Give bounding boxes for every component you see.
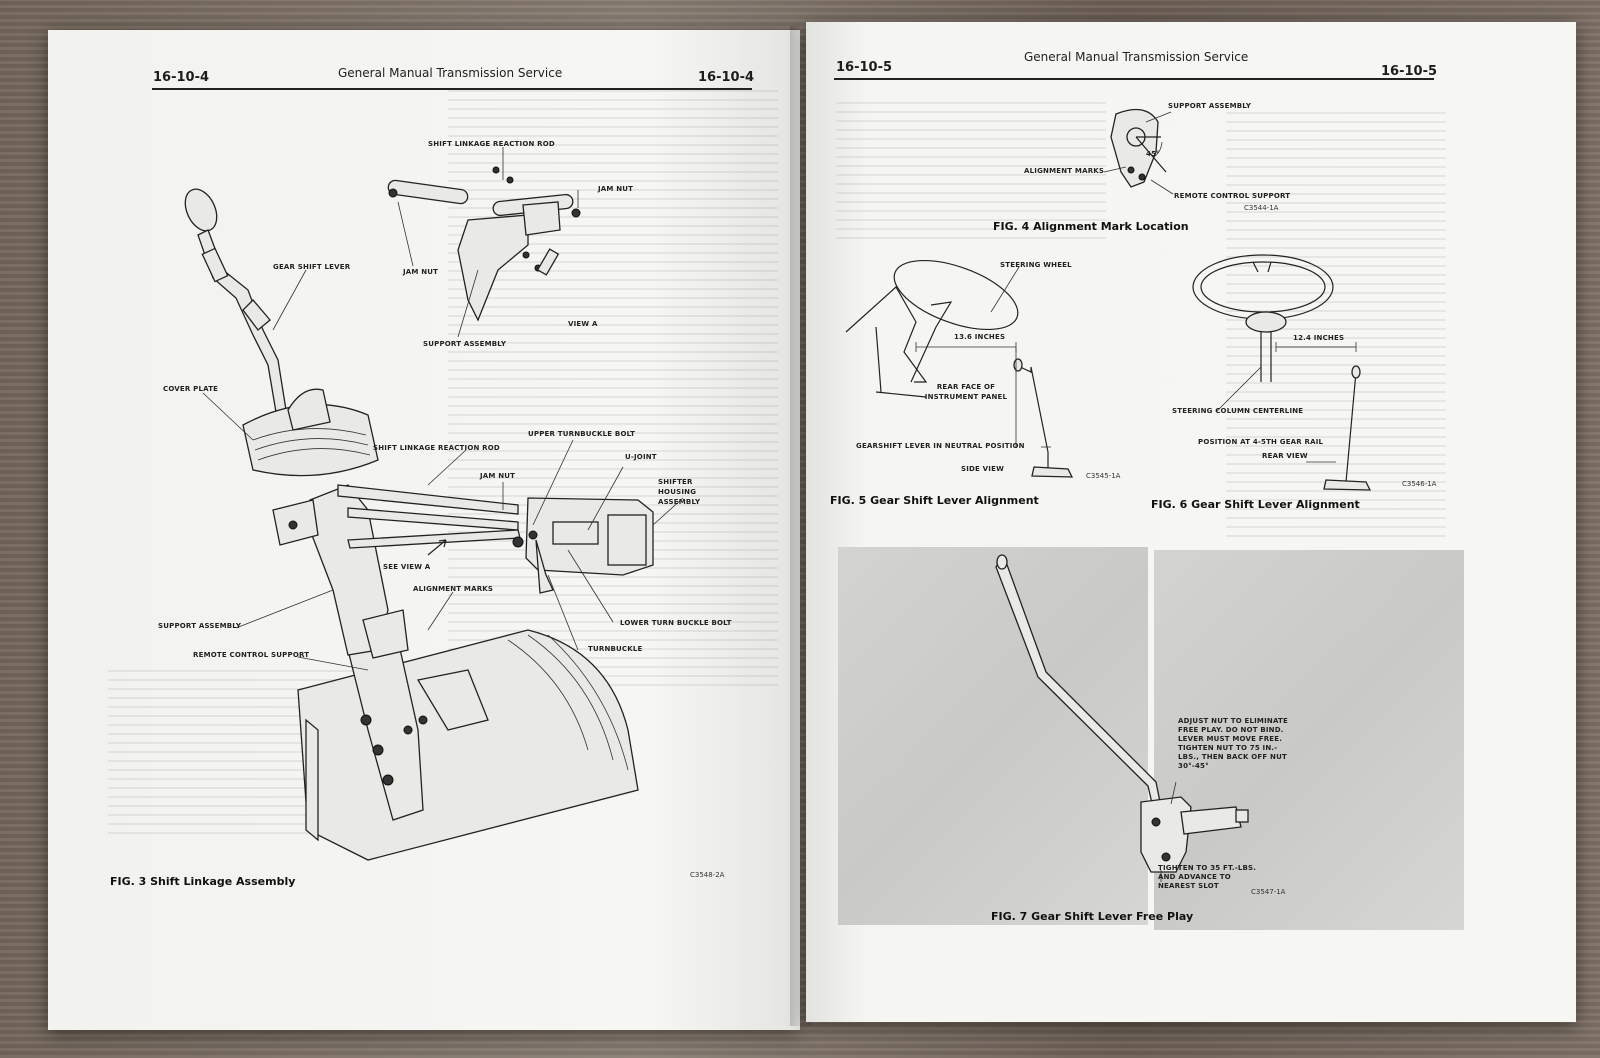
- right-page-diagrams: [845, 108, 1372, 882]
- fig7-code: C3547-1A: [1251, 888, 1286, 896]
- faded-photo-panel: [1154, 550, 1464, 930]
- fig3-caption: FIG. 3 Shift Linkage Assembly: [110, 875, 296, 888]
- fig6-drawing: [1192, 254, 1372, 491]
- fig4-code: C3544-1A: [1244, 204, 1279, 212]
- fig7-label-tighten-note: TIGHTEN TO 35 FT.-LBS. AND ADVANCE TO NE…: [1158, 864, 1257, 890]
- fig4-label-remote-control-support: REMOTE CONTROL SUPPORT: [1174, 192, 1291, 200]
- bleed-through-text: [448, 90, 778, 690]
- header-rule: [834, 78, 1434, 80]
- label-jam-nut-top: JAM NUT: [598, 185, 634, 193]
- fig5-label-steering-wheel: STEERING WHEEL: [1000, 261, 1072, 269]
- fig6-label-distance: 12.4 INCHES: [1293, 334, 1345, 342]
- fig5-label-rear-face: REAR FACE OF INSTRUMENT PANEL: [924, 383, 1008, 401]
- left-page: 16-10-4 General Manual Transmission Serv…: [48, 30, 800, 1030]
- page-number: 16-10-5: [836, 60, 893, 75]
- page-number: 16-10-4: [698, 70, 755, 85]
- label-shifter-housing: SHIFTER HOUSING ASSEMBLY: [658, 478, 701, 506]
- support-assembly-drawing: [272, 484, 409, 659]
- label-alignment-marks: ALIGNMENT MARKS: [413, 585, 494, 593]
- fig3-code: C3548-2A: [690, 871, 725, 879]
- page-number: 16-10-4: [153, 70, 210, 85]
- fig5-caption: FIG. 5 Gear Shift Lever Alignment: [830, 494, 1039, 507]
- label-turnbuckle: TURNBUCKLE: [588, 645, 643, 653]
- fig5-code: C3545-1A: [1086, 472, 1121, 480]
- header-rule: [152, 88, 752, 90]
- view-a-detail-drawing: [387, 166, 581, 322]
- fig7-label-adjust-note: ADJUST NUT TO ELIMINATE FREE PLAY. DO NO…: [1178, 717, 1288, 770]
- page-header-title: General Manual Transmission Service: [338, 66, 563, 80]
- reaction-rod-drawing: [337, 484, 521, 549]
- cover-plate-drawing: [242, 388, 379, 477]
- fig6-code: C3546-1A: [1402, 480, 1437, 488]
- label-reaction-rod-top: SHIFT LINKAGE REACTION ROD: [428, 140, 555, 148]
- label-u-joint: U-JOINT: [625, 453, 657, 461]
- fig6-label-rear-view: REAR VIEW: [1262, 452, 1308, 460]
- fig5-label-distance: 13.6 INCHES: [954, 333, 1006, 341]
- leader-lines: [202, 147, 684, 671]
- fig5-drawing: [845, 259, 1074, 478]
- fig4-label-angle: 45°: [1146, 150, 1160, 158]
- shift-linkage-diagram: [184, 147, 684, 861]
- transmission-case-drawing: [297, 629, 639, 861]
- label-support-assembly-low: SUPPORT ASSEMBLY: [158, 622, 242, 630]
- faded-photo-panel: [838, 547, 1148, 925]
- label-view-a: VIEW A: [568, 320, 598, 328]
- gear-shift-lever-drawing: [184, 188, 287, 413]
- bleed-through-text: [836, 102, 1106, 242]
- label-upper-turnbuckle-bolt: UPPER TURNBUCKLE BOLT: [528, 430, 636, 438]
- fig4-label-alignment-marks: ALIGNMENT MARKS: [1024, 167, 1105, 175]
- fig4-label-support-assembly: SUPPORT ASSEMBLY: [1168, 102, 1252, 110]
- label-gear-shift-lever: GEAR SHIFT LEVER: [273, 263, 351, 271]
- label-cover-plate: COVER PLATE: [163, 385, 219, 393]
- label-remote-control-support: REMOTE CONTROL SUPPORT: [193, 651, 310, 659]
- page-header-title: General Manual Transmission Service: [1024, 50, 1249, 64]
- right-page: 16-10-5 General Manual Transmission Serv…: [806, 22, 1576, 1022]
- label-lower-turnbuckle-bolt: LOWER TURN BUCKLE BOLT: [620, 619, 732, 627]
- page-number: 16-10-5: [1381, 64, 1438, 79]
- fig6-caption: FIG. 6 Gear Shift Lever Alignment: [1151, 498, 1360, 511]
- label-jam-nut-mid: JAM NUT: [403, 268, 439, 276]
- fig6-label-position: POSITION AT 4-5TH GEAR RAIL: [1198, 438, 1324, 446]
- fig5-label-gearshift-neutral: GEARSHIFT LEVER IN NEUTRAL POSITION: [856, 442, 1025, 450]
- fig5-label-side-view: SIDE VIEW: [961, 465, 1005, 473]
- label-jam-nut-low: JAM NUT: [480, 472, 516, 480]
- fig4-caption: FIG. 4 Alignment Mark Location: [993, 220, 1189, 233]
- label-reaction-rod-mid: SHIFT LINKAGE REACTION ROD: [373, 444, 500, 452]
- fig4-drawing: [1103, 108, 1174, 195]
- fig7-caption: FIG. 7 Gear Shift Lever Free Play: [991, 910, 1194, 923]
- fig7-drawing: [995, 554, 1249, 882]
- shifter-housing-drawing: [512, 497, 654, 594]
- label-support-assembly-top: SUPPORT ASSEMBLY: [423, 340, 507, 348]
- label-see-view-a: SEE VIEW A: [383, 563, 431, 571]
- fig6-label-steering-column: STEERING COLUMN CENTERLINE: [1172, 407, 1304, 415]
